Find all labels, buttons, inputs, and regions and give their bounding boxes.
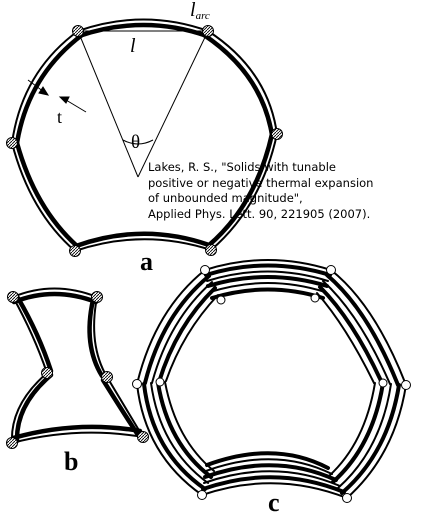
panel-a-label: a — [140, 247, 153, 276]
panel-c-upper-right-ribs — [316, 269, 407, 387]
length-label: l — [130, 35, 136, 57]
node — [216, 295, 226, 305]
node — [200, 265, 210, 275]
panel-b-cell: b — [6, 287, 149, 476]
node — [155, 377, 165, 387]
citation-line: positive or negative thermal expansion — [148, 175, 374, 190]
panel-b-ribs — [10, 287, 144, 444]
panel-c-upper-left-ribs — [136, 269, 219, 385]
panel-b-nodes — [6, 291, 149, 449]
angle-label: θ — [131, 132, 140, 153]
panel-a-ribs — [11, 18, 278, 252]
node — [101, 371, 113, 383]
thickness-arrows — [27, 79, 87, 113]
node — [401, 380, 411, 390]
panel-a-nodes — [6, 25, 283, 257]
node — [342, 493, 352, 503]
panel-c-nodes — [132, 265, 411, 503]
node — [197, 490, 207, 500]
node — [69, 245, 81, 257]
node — [41, 367, 53, 379]
node — [72, 25, 84, 37]
node — [271, 128, 283, 140]
node — [378, 378, 388, 388]
node — [137, 431, 149, 443]
panel-a-cell: larc l t θ a — [6, 0, 283, 276]
citation-text: Lakes, R. S., "Solids with tunable posit… — [148, 160, 420, 222]
arc-length-label: larc — [190, 0, 210, 22]
panel-c-label: c — [268, 488, 280, 515]
panel-c-bottom-ribs — [201, 451, 348, 499]
node — [7, 291, 19, 303]
thickness-label: t — [57, 107, 62, 127]
citation-line: Applied Phys. Lett. 90, 221905 (2007). — [148, 206, 371, 221]
panel-c-cell — [136, 259, 407, 499]
node — [310, 293, 320, 303]
citation-line: Lakes, R. S., "Solids with tunable — [148, 160, 336, 174]
node — [326, 265, 336, 275]
node — [6, 137, 18, 149]
panel-c-lower-left-ribs — [136, 381, 215, 496]
node — [205, 244, 217, 256]
node — [132, 379, 142, 389]
node — [6, 437, 18, 449]
panel-a-construction-lines — [77, 30, 209, 178]
panel-b-label: b — [64, 447, 78, 476]
panel-c-lower-right-ribs — [328, 381, 407, 499]
panel-c-top-ribs — [204, 259, 332, 300]
citation-line: of unbounded magnitude", — [148, 191, 303, 205]
node — [91, 291, 103, 303]
node — [202, 25, 214, 37]
